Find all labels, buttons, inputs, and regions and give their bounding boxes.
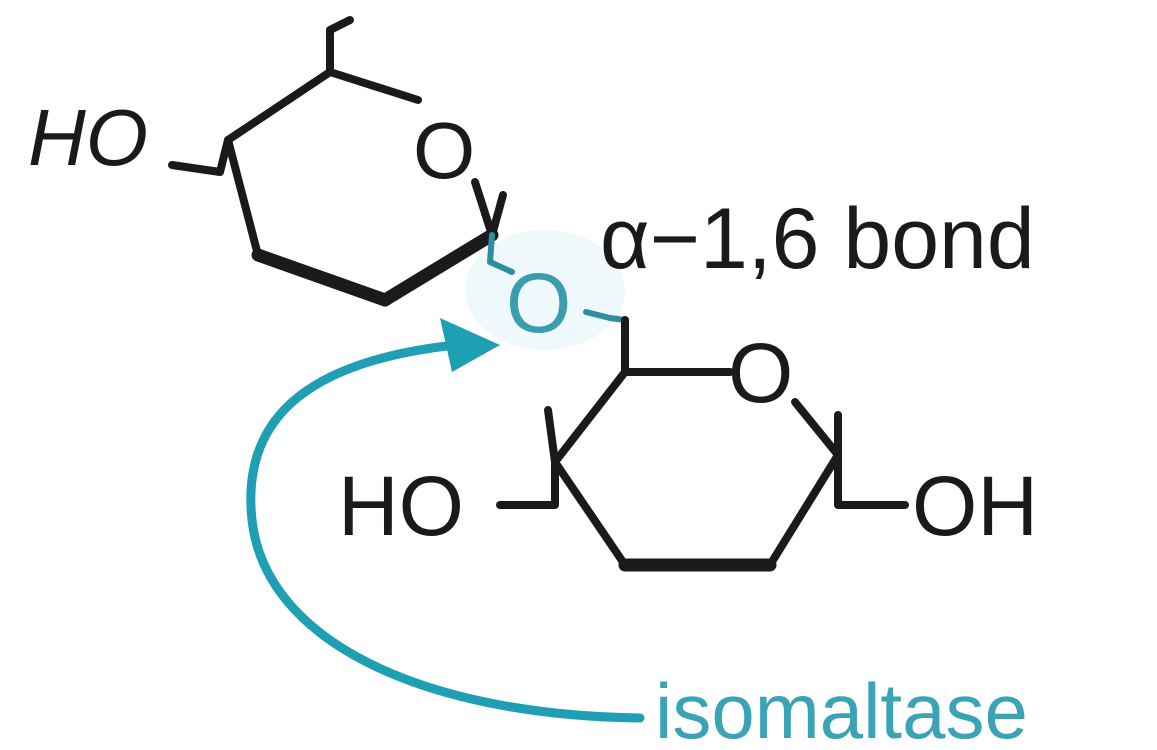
top-ring-c1-o-bond: [471, 178, 496, 239]
isomaltase-arrow-head: [440, 318, 500, 372]
bottom-ho-label: HO: [338, 459, 464, 553]
linkage-bottom-bond: [583, 309, 628, 323]
top-ring-c1-stub: [488, 191, 507, 239]
alpha-1-6-bond-label: α−1,6 bond: [600, 191, 1035, 287]
bottom-ring-oxygen: O: [728, 326, 793, 420]
linkage-top-bond: [487, 232, 515, 275]
bottom-ring-c4-stub: [544, 406, 559, 466]
bottom-ring-c1-oh-bond: [834, 451, 909, 509]
top-sugar-ring: [168, 16, 507, 307]
bottom-sugar-ring: [496, 316, 909, 572]
top-ring-c5-o-bond: [326, 68, 422, 104]
top-ring-c4-ho-bond: [168, 136, 232, 176]
top-ring-c5-c4-bond: [224, 68, 334, 144]
bottom-ring-c5-c4-bond: [551, 368, 629, 466]
top-ring-c5-stub: [326, 16, 354, 76]
isomaltase-arrow-curve: [246, 340, 645, 723]
isomaltase-label: isomaltase: [655, 667, 1028, 750]
linkage-highlight: [465, 230, 625, 350]
top-ring-c3-c2-bond: [251, 248, 392, 307]
bottom-ring-c4-ho-bond: [496, 458, 559, 509]
bottom-ring-c4-c3-bond: [551, 458, 629, 569]
top-ring-c2-c1-bond: [378, 228, 499, 307]
top-ho-label: HO: [28, 93, 148, 182]
bottom-ring-c2-c1-bond: [766, 451, 842, 569]
bottom-oh-label: OH: [912, 459, 1038, 553]
isomaltase-arrow: [246, 318, 645, 723]
bridge-oxygen: O: [506, 256, 571, 350]
glycosidic-linkage: [487, 232, 628, 323]
bottom-ring-o-c1-bond: [791, 398, 842, 459]
top-ring-oxygen: O: [413, 106, 475, 195]
top-ring-c4-c3-bond: [224, 136, 262, 259]
